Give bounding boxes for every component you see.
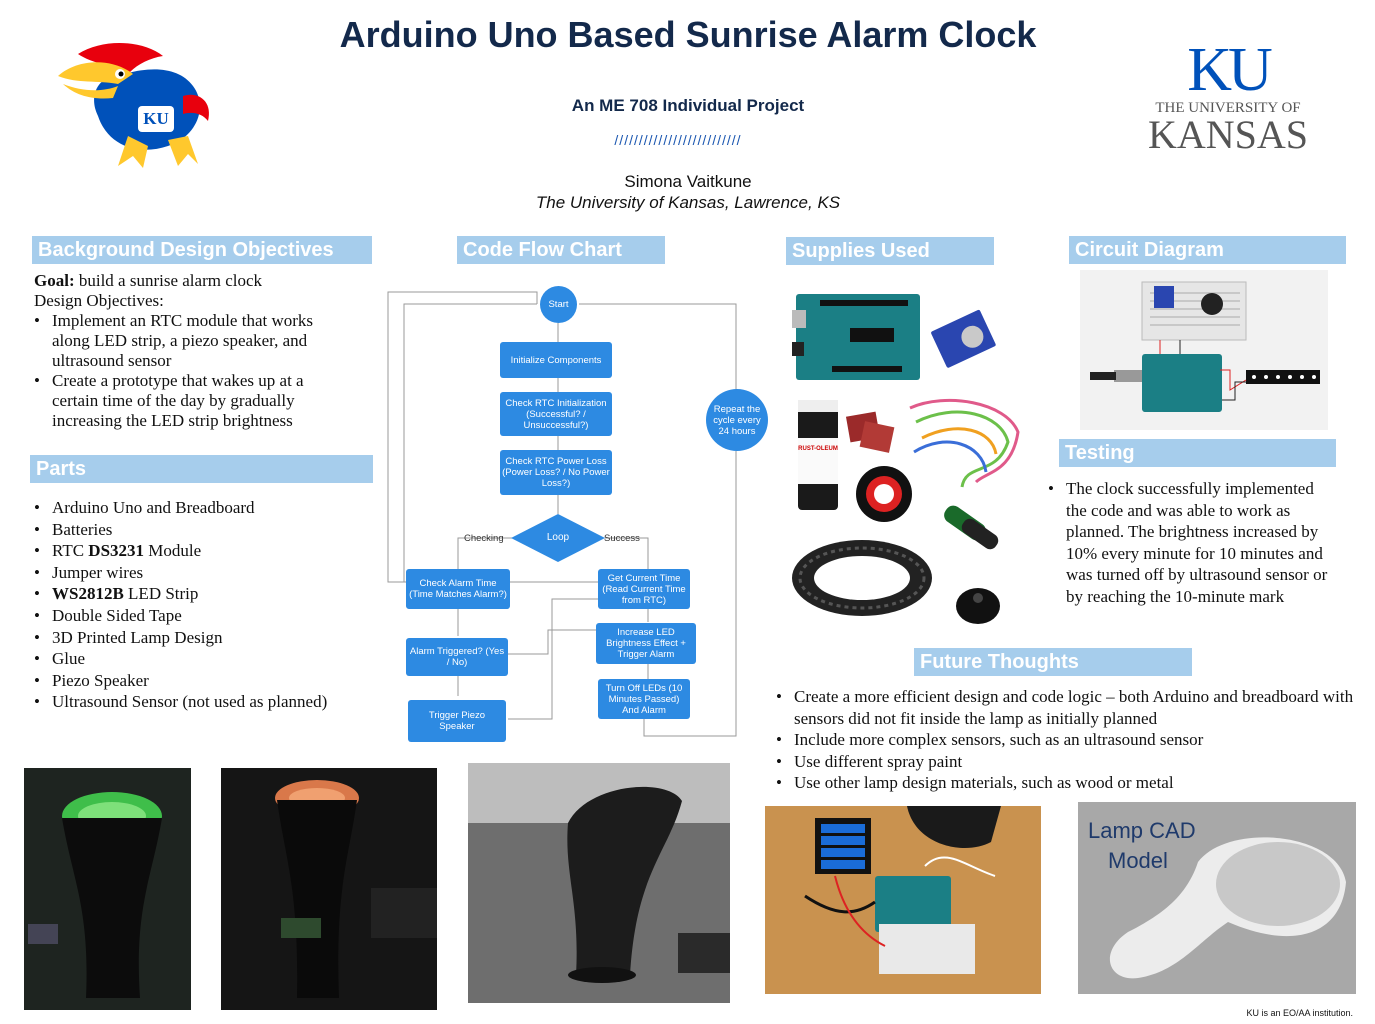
flow-repeat-node: Repeat the cycle every 24 hours xyxy=(706,389,768,451)
objective-item: Create a prototype that wakes up at a ce… xyxy=(34,371,334,431)
objectives-label: Design Objectives: xyxy=(34,291,164,310)
parts-item-suffix: LED Strip xyxy=(123,584,199,604)
parts-list: Arduino Uno and BreadboardBatteriesRTC D… xyxy=(34,497,382,713)
parts-item-text: RTC xyxy=(52,541,89,561)
future-item: Include more complex sensors, such as an… xyxy=(776,729,1374,751)
parts-item: Double Sided Tape xyxy=(34,605,382,627)
footer-eo-statement: KU is an EO/AA institution. xyxy=(1246,1008,1353,1018)
cad-label-line1: Lamp CAD xyxy=(1088,818,1196,843)
parts-item-bold: WS2812B xyxy=(52,584,124,604)
supplies-heading: Supplies Used xyxy=(786,237,994,265)
background-heading: Background Design Objectives xyxy=(32,236,372,264)
testing-result-text: The clock successfully implemented the c… xyxy=(1048,478,1336,608)
prototype-electronics-photo xyxy=(765,806,1041,994)
lamp-photo-unlit xyxy=(468,763,730,1003)
parts-item-bold: DS3231 xyxy=(88,541,145,561)
circuit-diagram-image xyxy=(1080,270,1328,430)
flow-increase-led-node: Increase LED Brightness Effect + Trigger… xyxy=(596,623,696,664)
parts-item-text: Batteries xyxy=(52,519,113,539)
flow-alarm-triggered-node: Alarm Triggered? (Yes / No) xyxy=(406,638,508,676)
lamp-photo-orange xyxy=(221,768,437,1010)
flow-loop-decision: Loop xyxy=(511,514,605,562)
flow-label-checking: Checking xyxy=(464,533,504,544)
parts-item-text: Ultrasound Sensor (not used as planned) xyxy=(52,692,328,712)
lamp-photo-green xyxy=(24,768,191,1010)
parts-item: Piezo Speaker xyxy=(34,670,382,692)
circuit-heading: Circuit Diagram xyxy=(1069,236,1346,264)
parts-item: Arduino Uno and Breadboard xyxy=(34,497,382,519)
flow-turn-off-node: Turn Off LEDs (10 Minutes Passed) And Al… xyxy=(598,679,690,719)
future-list: Create a more efficient design and code … xyxy=(776,686,1374,794)
parts-item-text: Arduino Uno and Breadboard xyxy=(52,498,255,517)
jayhawk-logo: KU xyxy=(58,36,216,172)
poster-subtitle: An ME 708 Individual Project xyxy=(571,96,805,115)
lamp-cad-model-image: Lamp CAD Model xyxy=(1078,802,1356,994)
flowchart-connectors xyxy=(387,291,737,737)
author-name: Simona Vaitkune xyxy=(624,172,752,191)
cad-label-line2: Model xyxy=(1108,848,1168,873)
ku-logo-line2: KANSAS xyxy=(1147,112,1309,157)
parts-item: 3D Printed Lamp Design xyxy=(34,627,382,649)
ku-university-logo: KU THE UNIVERSITY OF KANSAS xyxy=(1146,36,1310,160)
ku-logo-mark: KU xyxy=(1187,36,1273,104)
parts-item-text: 3D Printed Lamp Design xyxy=(52,627,223,647)
parts-item-suffix: Module xyxy=(144,541,202,561)
goal-line: Goal: build a sunrise alarm clock xyxy=(34,271,334,291)
flow-check-power-node: Check RTC Power Loss (Power Loss? / No P… xyxy=(500,450,612,495)
title-divider: ////////////////////////// xyxy=(614,132,742,148)
parts-item: Ultrasound Sensor (not used as planned) xyxy=(34,691,382,713)
future-item: Use different spray paint xyxy=(776,751,1374,773)
ku-logo-line1: THE UNIVERSITY OF xyxy=(1155,100,1301,116)
parts-item-text: Piezo Speaker xyxy=(52,670,149,690)
testing-list: The clock successfully implemented the c… xyxy=(1048,478,1336,608)
parts-item-text: Double Sided Tape xyxy=(52,605,182,625)
testing-heading: Testing xyxy=(1059,439,1336,467)
flow-check-rtc-node: Check RTC Initialization (Successful? / … xyxy=(500,392,612,436)
flowchart-heading: Code Flow Chart xyxy=(457,236,665,264)
flow-label-success: Success xyxy=(604,533,640,544)
flow-loop-label: Loop xyxy=(546,532,570,543)
background-body: Goal: build a sunrise alarm clock Design… xyxy=(34,271,334,431)
parts-item: Glue xyxy=(34,648,382,670)
parts-item-text: Jumper wires xyxy=(52,562,144,582)
flow-trigger-piezo-node: Trigger Piezo Speaker xyxy=(408,700,506,742)
poster-title: Arduino Uno Based Sunrise Alarm Clock xyxy=(339,14,1037,55)
objective-item: Implement an RTC module that works along… xyxy=(34,311,334,371)
future-item: Create a more efficient design and code … xyxy=(776,686,1374,729)
goal-label: Goal: xyxy=(34,271,75,290)
parts-heading: Parts xyxy=(30,455,373,483)
jayhawk-ku-letters: KU xyxy=(143,109,169,128)
supplies-photo-collage: RUST-OLEUM xyxy=(786,282,1026,630)
future-heading: Future Thoughts xyxy=(914,648,1192,676)
flow-initialize-node: Initialize Components xyxy=(500,342,612,378)
flow-get-time-node: Get Current Time (Read Current Time from… xyxy=(598,569,690,609)
flow-check-alarm-node: Check Alarm Time (Time Matches Alarm?) xyxy=(406,569,510,609)
parts-item-text: Glue xyxy=(52,649,86,669)
parts-item: Jumper wires xyxy=(34,562,382,584)
objectives-list: Implement an RTC module that works along… xyxy=(34,311,334,431)
author-affiliation: The University of Kansas, Lawrence, KS xyxy=(535,193,841,212)
code-flow-chart: Start Initialize Components Check RTC In… xyxy=(386,286,772,746)
parts-item: Batteries xyxy=(34,519,382,541)
flow-start-node: Start xyxy=(540,286,577,323)
parts-item: WS2812B LED Strip xyxy=(34,583,382,605)
spray-can-label: RUST-OLEUM xyxy=(798,446,838,452)
parts-item: RTC DS3231 Module xyxy=(34,540,382,562)
goal-text: build a sunrise alarm clock xyxy=(74,271,263,290)
future-item: Use other lamp design materials, such as… xyxy=(776,772,1374,794)
